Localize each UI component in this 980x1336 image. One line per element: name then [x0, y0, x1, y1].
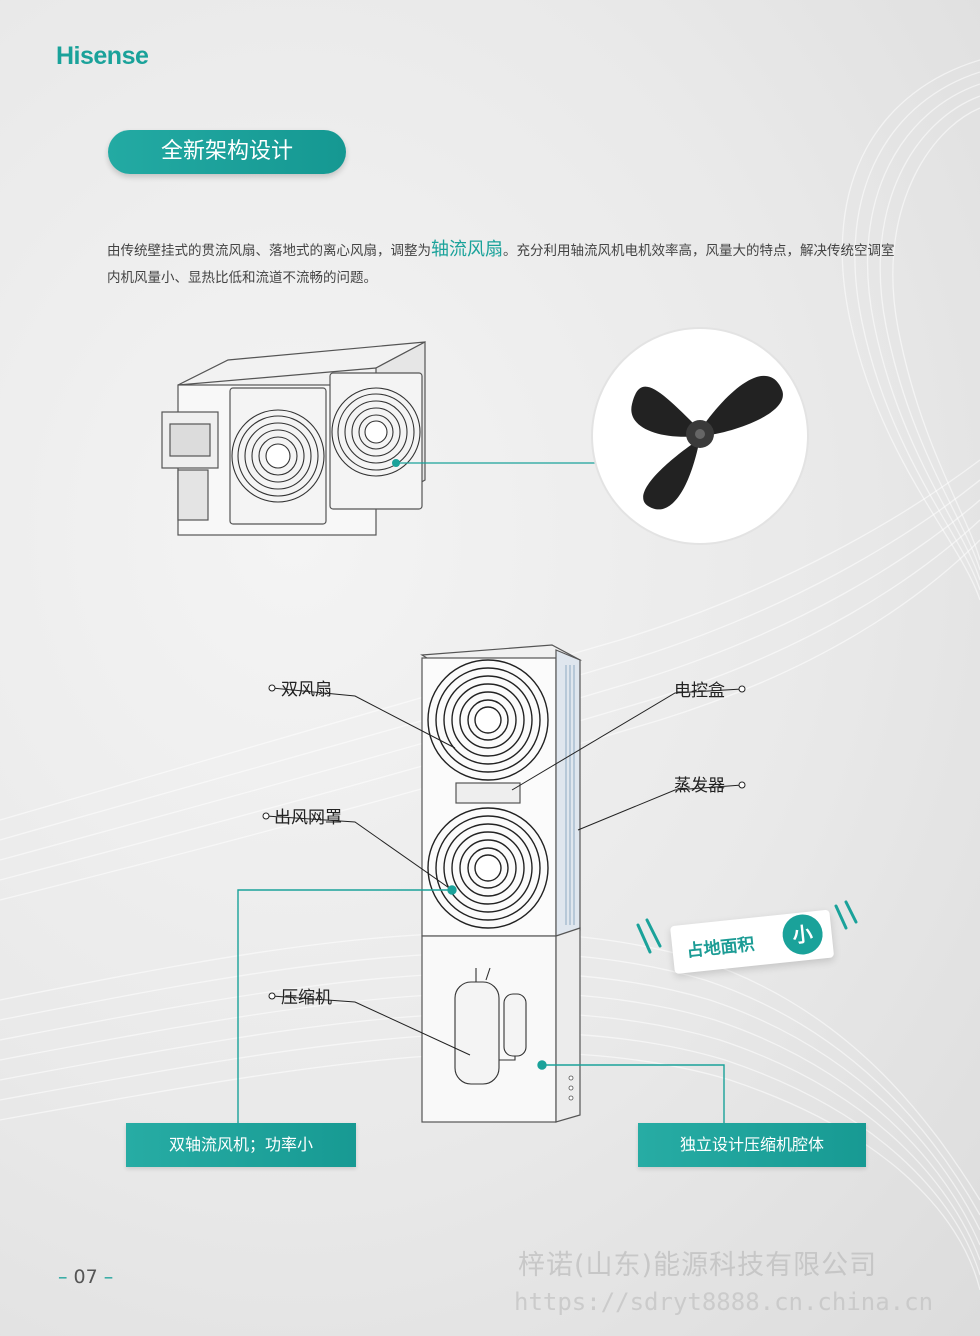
feature-dual-axial-fan: 双轴流风机；功率小	[126, 1123, 356, 1167]
intro-highlight: 轴流风扇	[431, 239, 503, 260]
callout-evaporator: 蒸发器	[674, 776, 725, 796]
intro-text-before: 由传统壁挂式的贯流风扇、落地式的离心风扇，调整为	[107, 243, 431, 259]
cabinet-side-vents	[568, 1075, 574, 1101]
feature-leaders	[237, 885, 725, 1125]
callout-compressor: 压缩机	[281, 988, 332, 1008]
outdoor-unit-fan-right	[331, 387, 421, 477]
feature-compressor-chamber: 独立设计压缩机腔体	[638, 1123, 866, 1167]
badge-accent-strokes	[636, 900, 858, 954]
outdoor-unit-fan-left	[231, 409, 325, 503]
cabinet-fan-top	[427, 659, 549, 781]
hisense-logo: Hisense	[56, 42, 149, 70]
callout-leaders	[262, 684, 746, 1056]
page-number: – 07 –	[58, 1266, 113, 1288]
outdoor-unit-illustration	[161, 341, 426, 536]
evaporator-grille	[565, 665, 575, 925]
page-dash-left: –	[58, 1266, 68, 1288]
callout-dual-fan: 双风扇	[281, 680, 332, 700]
page-number-value: 07	[73, 1266, 98, 1288]
intro-text-after: 。充分利用轴流风机电机效率高，风量大的特点，解决传统空调室内机风量小、显热比低和…	[107, 243, 895, 286]
intro-paragraph: 由传统壁挂式的贯流风扇、落地式的离心风扇，调整为轴流风扇。充分利用轴流风机电机效…	[107, 236, 897, 292]
section-title: 全新架构设计	[108, 130, 346, 174]
axial-fan-blade-icon	[631, 375, 783, 510]
compressor-illustration	[454, 967, 527, 1085]
cabinet-fan-bottom	[427, 807, 549, 929]
page-dash-right: –	[103, 1266, 114, 1288]
watermark-company: 梓诺(山东)能源科技有限公司	[518, 1250, 878, 1281]
fan-leader-dot	[392, 459, 400, 467]
watermark-url: https://sdryt8888.cn.china.cn	[514, 1288, 934, 1316]
callout-outlet-grille: 出风网罩	[274, 808, 342, 828]
callout-control-box: 电控盒	[674, 681, 725, 701]
